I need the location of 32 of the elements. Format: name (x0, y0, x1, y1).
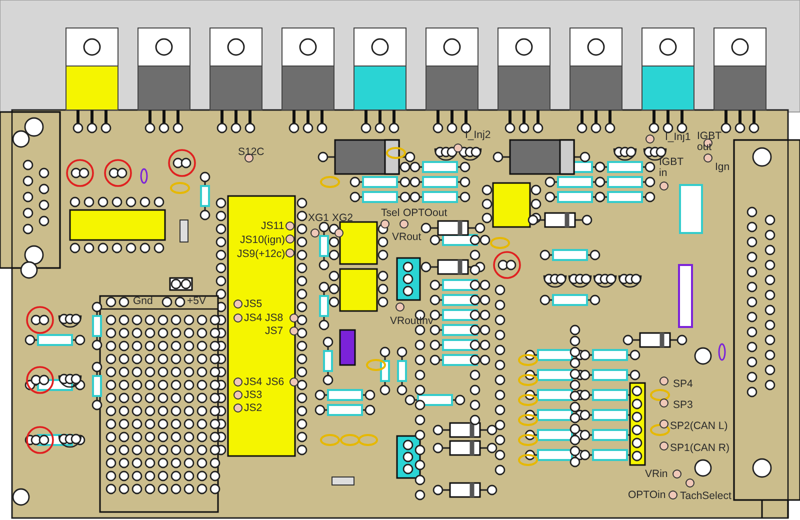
pad-label: JS9(+12c) (237, 249, 286, 260)
pad-label: JS11 (261, 221, 284, 232)
pad-label: VRoutInv (390, 316, 434, 327)
pad-label: JS7 (265, 326, 284, 337)
pad-label: Gnd (133, 296, 153, 307)
pad-label: TachSelect (680, 491, 732, 502)
pad-label: SP4 (673, 379, 693, 390)
pad-label: IGBT in (659, 157, 684, 179)
pad-label: Ign (715, 162, 730, 173)
pad-label: JS6 (266, 377, 284, 388)
pad-label: OPTOin (628, 490, 666, 501)
pad-label: JS2 (244, 403, 262, 414)
pad-label: JS4 (244, 377, 262, 388)
pad-label: I_Inj1 (665, 132, 691, 143)
pad-label: +5V (187, 296, 206, 307)
pad-label: SP3 (673, 400, 693, 411)
pad-label: VRin (645, 469, 668, 480)
pad-label: JS5 (244, 299, 262, 310)
pad-label: I_Inj2 (465, 130, 491, 141)
pad-label: XG2 (332, 213, 354, 224)
pad-label: S12C (238, 147, 264, 158)
pad-label: OPTOout (403, 208, 448, 219)
pad-label: XG1 (308, 213, 330, 224)
pad-label: IGBT out (697, 131, 722, 153)
pad-label: Tsel (381, 208, 400, 219)
pad-label: JS3 (244, 390, 262, 401)
pad-label: JS4 (244, 313, 262, 324)
pad-label: VRout (392, 232, 422, 243)
pad-label: JS10(ign) (240, 235, 285, 246)
pad-label: SP1(CAN R) (670, 443, 730, 454)
pad-label: JS8 (265, 313, 284, 324)
pad-label: SP2(CAN L) (670, 421, 728, 432)
